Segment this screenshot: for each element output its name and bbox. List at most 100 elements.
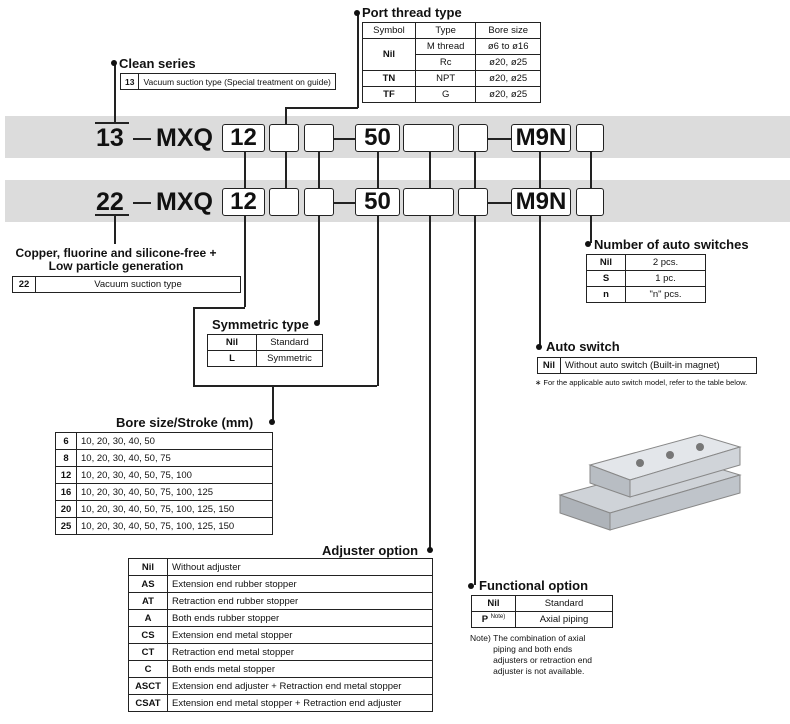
cell-text: TN: [382, 73, 396, 84]
desc-cell: Vacuum suction type: [35, 276, 241, 293]
code-cell: 16: [55, 483, 77, 501]
cell-text: M thread: [426, 41, 465, 52]
desc-cell: Extension end metal stopper: [167, 626, 433, 644]
cell-text: 12: [60, 469, 72, 481]
connector-line: [285, 107, 287, 124]
cell-text: NPT: [436, 73, 456, 84]
code-cell: 13: [119, 73, 140, 90]
table-row: CS Extension end metal stopper: [128, 626, 433, 644]
auto-switch-note: ∗ For the applicable auto switch model, …: [535, 378, 748, 387]
header-cell: Bore size: [475, 22, 541, 39]
desc-cell: 10, 20, 30, 40, 50, 75, 100, 125, 150: [76, 517, 273, 535]
desc-cell: Retraction end metal stopper: [167, 643, 433, 661]
clean-series-dot: [111, 60, 117, 66]
code-cell: S: [586, 270, 626, 287]
desc-cell: Standard: [515, 595, 613, 612]
cell-text: ASCT: [135, 680, 161, 692]
code-cell: AT: [128, 592, 168, 610]
cell-text: ø20, ø25: [489, 73, 528, 84]
desc-cell: 10, 20, 30, 40, 50: [76, 432, 273, 450]
desc-cell: 2 pcs.: [625, 254, 706, 271]
cell-text: Extension end metal stopper: [172, 629, 293, 641]
note-marker: Note): [490, 613, 506, 620]
cell-text: CT: [141, 646, 155, 658]
desc-cell: 1 pc.: [625, 270, 706, 287]
connector-line: [590, 216, 592, 243]
cell-text: 10, 20, 30, 40, 50, 75, 100, 125: [81, 486, 214, 498]
connector-line: [590, 152, 592, 188]
adjuster-title: Adjuster option: [322, 543, 419, 558]
num-switches-title: Number of auto switches: [594, 237, 749, 252]
table-row: 16 10, 20, 30, 40, 50, 75, 100, 125: [55, 483, 273, 501]
dash: [334, 138, 355, 140]
cell-text: P: [481, 614, 488, 626]
symmetric-title: Symmetric type: [212, 317, 309, 332]
cell-text: Symmetric: [267, 353, 312, 364]
option-box: [403, 188, 454, 216]
desc-cell: 10, 20, 30, 40, 50, 75, 100, 125, 150: [76, 500, 273, 518]
cell-text: Vacuum suction type (Special treatment o…: [143, 76, 331, 87]
code-cell: AS: [128, 575, 168, 593]
header-cell: Type: [414, 22, 477, 39]
stroke-box: 50: [355, 188, 400, 216]
cell-text: 20: [60, 503, 72, 515]
code-cell: Nil: [207, 334, 257, 351]
cell-text: Axial piping: [539, 614, 589, 625]
code-cell: 20: [55, 500, 77, 518]
cell-text: S: [602, 273, 610, 284]
desc-cell: ø20, ø25: [475, 70, 541, 87]
code-cell: Nil: [128, 558, 168, 576]
option-box: [576, 188, 604, 216]
connector-line: [357, 13, 359, 108]
cell-text: Extension end rubber stopper: [172, 578, 297, 590]
table-row: TN NPT ø20, ø25: [362, 70, 541, 87]
cell-text: 22: [18, 279, 30, 290]
dash: [488, 202, 511, 204]
desc-cell: "n" pcs.: [625, 286, 706, 303]
copper-table: 22 Vacuum suction type: [12, 276, 241, 293]
connector-line: [318, 216, 320, 322]
code-cell: CT: [128, 643, 168, 661]
code-cell: n: [586, 286, 626, 303]
desc-cell: Without adjuster: [167, 558, 433, 576]
code-cell: 8: [55, 449, 77, 467]
code-cell: CS: [128, 626, 168, 644]
desc-cell: ø20, ø25: [475, 54, 541, 71]
code-cell: 25: [55, 517, 77, 535]
table-row: 20 10, 20, 30, 40, 50, 75, 100, 125, 150: [55, 500, 273, 518]
cell-text: AT: [142, 595, 154, 607]
port-thread-dot: [354, 10, 360, 16]
cell-text: Nil: [599, 257, 613, 268]
code-cell: Nil: [586, 254, 626, 271]
code-cell: 22: [12, 276, 36, 293]
cell-text: Without auto switch (Built-in magnet): [565, 360, 720, 371]
desc-cell: Without auto switch (Built-in magnet): [560, 357, 757, 374]
bore-stroke-dot: [269, 419, 275, 425]
cell-text: 1 pc.: [655, 273, 676, 284]
cell-text: Without adjuster: [172, 561, 241, 573]
connector-line: [377, 152, 379, 188]
cell-text: Vacuum suction type: [94, 279, 182, 290]
adjuster-dot: [427, 547, 433, 553]
copper-title-line1: Copper, fluorine and silicone-free +: [15, 246, 217, 260]
cell-text: ø6 to ø16: [487, 41, 529, 52]
code-cell: TN: [362, 70, 416, 87]
connector-line: [272, 385, 274, 422]
bore-box: 12: [222, 188, 265, 216]
cell-text: Nil: [225, 337, 239, 348]
desc-cell: 10, 20, 30, 40, 50, 75, 100, 125: [76, 483, 273, 501]
functional-note: Note) The combination of axial piping an…: [470, 633, 620, 677]
cell-text: L: [229, 353, 235, 364]
cell-text: 2 pcs.: [652, 257, 679, 268]
copper-title-line2: Low particle generation: [48, 259, 184, 273]
bore-box: 12: [222, 124, 265, 152]
connector-line: [429, 152, 431, 188]
